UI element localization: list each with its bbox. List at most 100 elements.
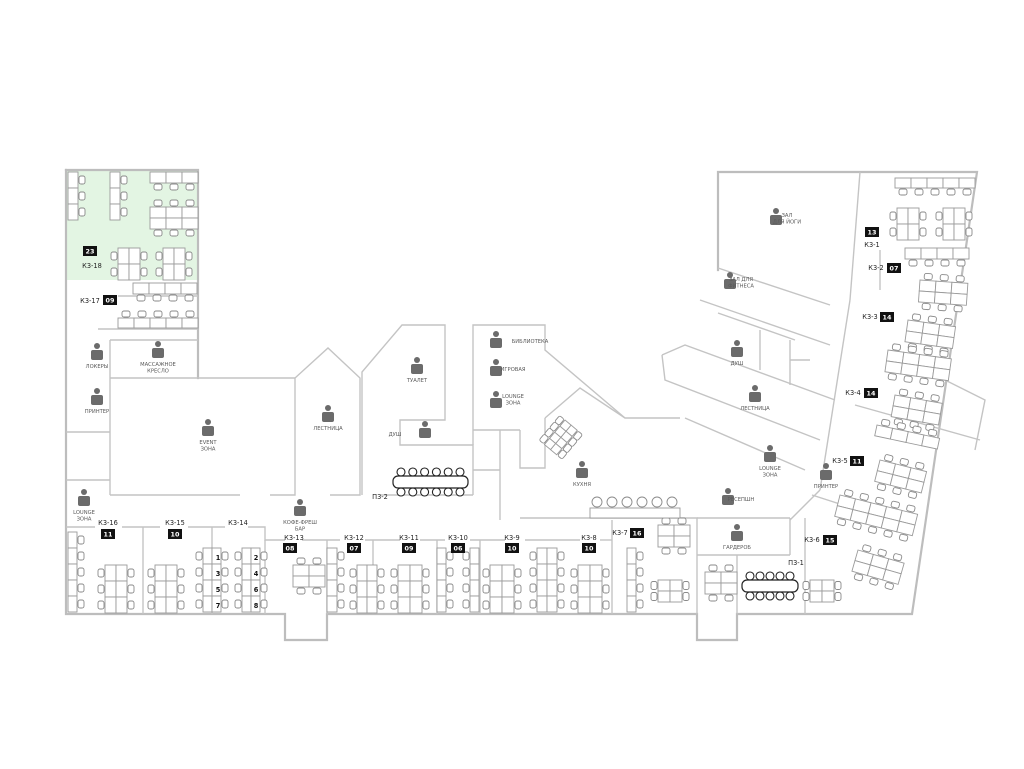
desk[interactable] [907,223,920,241]
desk[interactable] [589,596,603,614]
desk[interactable] [931,367,951,382]
zone-label-k3-17[interactable]: К3-17 [80,297,100,305]
meeting-room-label[interactable]: П3-2 [372,493,388,501]
desk[interactable] [536,579,548,597]
desk[interactable] [626,595,637,613]
desk[interactable] [469,547,480,565]
desk[interactable] [67,579,78,597]
zone-label-k3-9[interactable]: К3-9 [504,534,519,542]
zone-label-k3-8[interactable]: К3-8 [581,534,596,542]
desk[interactable] [953,207,966,225]
desk[interactable] [549,442,563,456]
desk[interactable] [67,547,78,565]
desk[interactable] [906,408,926,423]
desk[interactable] [501,596,515,614]
desk[interactable] [669,579,683,592]
desk[interactable] [489,596,503,614]
desk[interactable] [397,564,411,582]
desk[interactable] [469,563,480,581]
desk[interactable] [934,280,953,294]
desk[interactable] [409,564,423,582]
desk[interactable] [117,317,135,329]
desk[interactable] [910,177,928,189]
desk[interactable] [181,206,199,219]
desk[interactable] [409,596,423,614]
desk[interactable] [292,564,310,577]
desk[interactable] [952,247,970,260]
desk[interactable] [104,580,117,598]
desk[interactable] [905,477,925,494]
zone-label-k3-13[interactable]: К3-13 [284,534,304,542]
desk[interactable] [916,364,935,379]
desk[interactable] [117,247,130,265]
zone-label-k3-6[interactable]: К3-6 [804,536,819,544]
desk[interactable] [292,575,310,588]
desk[interactable] [132,282,150,295]
meeting-room-label[interactable]: П3-1 [788,559,804,567]
zone-label-k3-18[interactable]: К3-18 [82,262,102,270]
desk[interactable] [821,579,835,592]
desk[interactable] [109,187,121,205]
desk[interactable] [162,263,175,281]
desk[interactable] [469,595,480,613]
desk-number[interactable]: 4 [254,570,259,578]
desk[interactable] [626,563,637,581]
desk[interactable] [241,579,252,597]
desk[interactable] [308,575,326,588]
desk[interactable] [704,571,722,584]
desk[interactable] [409,580,423,598]
desk[interactable] [109,171,121,189]
desk[interactable] [589,580,603,598]
desk-number[interactable]: 3 [216,570,221,578]
desk[interactable] [117,263,130,281]
desk[interactable] [936,247,954,260]
desk-number[interactable]: 5 [216,586,221,594]
desk[interactable] [942,223,955,241]
desk[interactable] [809,579,823,592]
zone-label-k3-5[interactable]: К3-5 [832,457,847,465]
desk[interactable] [626,579,637,597]
desk[interactable] [181,317,199,329]
desk[interactable] [181,217,199,230]
desk[interactable] [173,247,186,265]
desk[interactable] [920,247,938,260]
desk-number[interactable]: 2 [254,554,259,562]
desk[interactable] [918,279,937,293]
conference-table[interactable] [741,571,799,601]
desk[interactable] [165,217,183,230]
zone-label-k3-2[interactable]: К3-2 [868,264,883,272]
desk[interactable] [896,520,916,537]
desk[interactable] [436,595,447,613]
desk[interactable] [890,405,910,420]
desk[interactable] [154,596,167,614]
desk[interactable] [933,291,952,305]
zone-label-k3-7[interactable]: К3-7 [612,529,627,537]
desk[interactable] [67,203,79,221]
desk[interactable] [326,563,338,581]
desk[interactable] [211,595,222,613]
desk[interactable] [889,427,909,443]
desk[interactable] [133,317,151,329]
desk-number[interactable]: 6 [254,586,259,594]
desk[interactable] [436,563,447,581]
desk[interactable] [356,580,368,598]
desk[interactable] [180,282,198,295]
desk[interactable] [67,563,78,581]
desk[interactable] [904,247,922,260]
desk[interactable] [922,410,941,426]
desk[interactable] [589,564,603,582]
desk[interactable] [128,247,141,265]
desk-number[interactable]: 7 [216,602,221,610]
desk[interactable] [469,579,480,597]
desk[interactable] [308,564,326,577]
desk[interactable] [536,547,548,565]
desk[interactable] [884,360,903,375]
desk[interactable] [900,362,919,377]
desk[interactable] [115,580,128,598]
zone-label-k3-10[interactable]: К3-10 [448,534,468,542]
desk-number[interactable]: 8 [254,602,259,610]
desk[interactable] [326,595,338,613]
desk[interactable] [896,207,909,225]
zone-label-k3-15[interactable]: К3-15 [165,519,185,527]
desk[interactable] [821,590,835,603]
